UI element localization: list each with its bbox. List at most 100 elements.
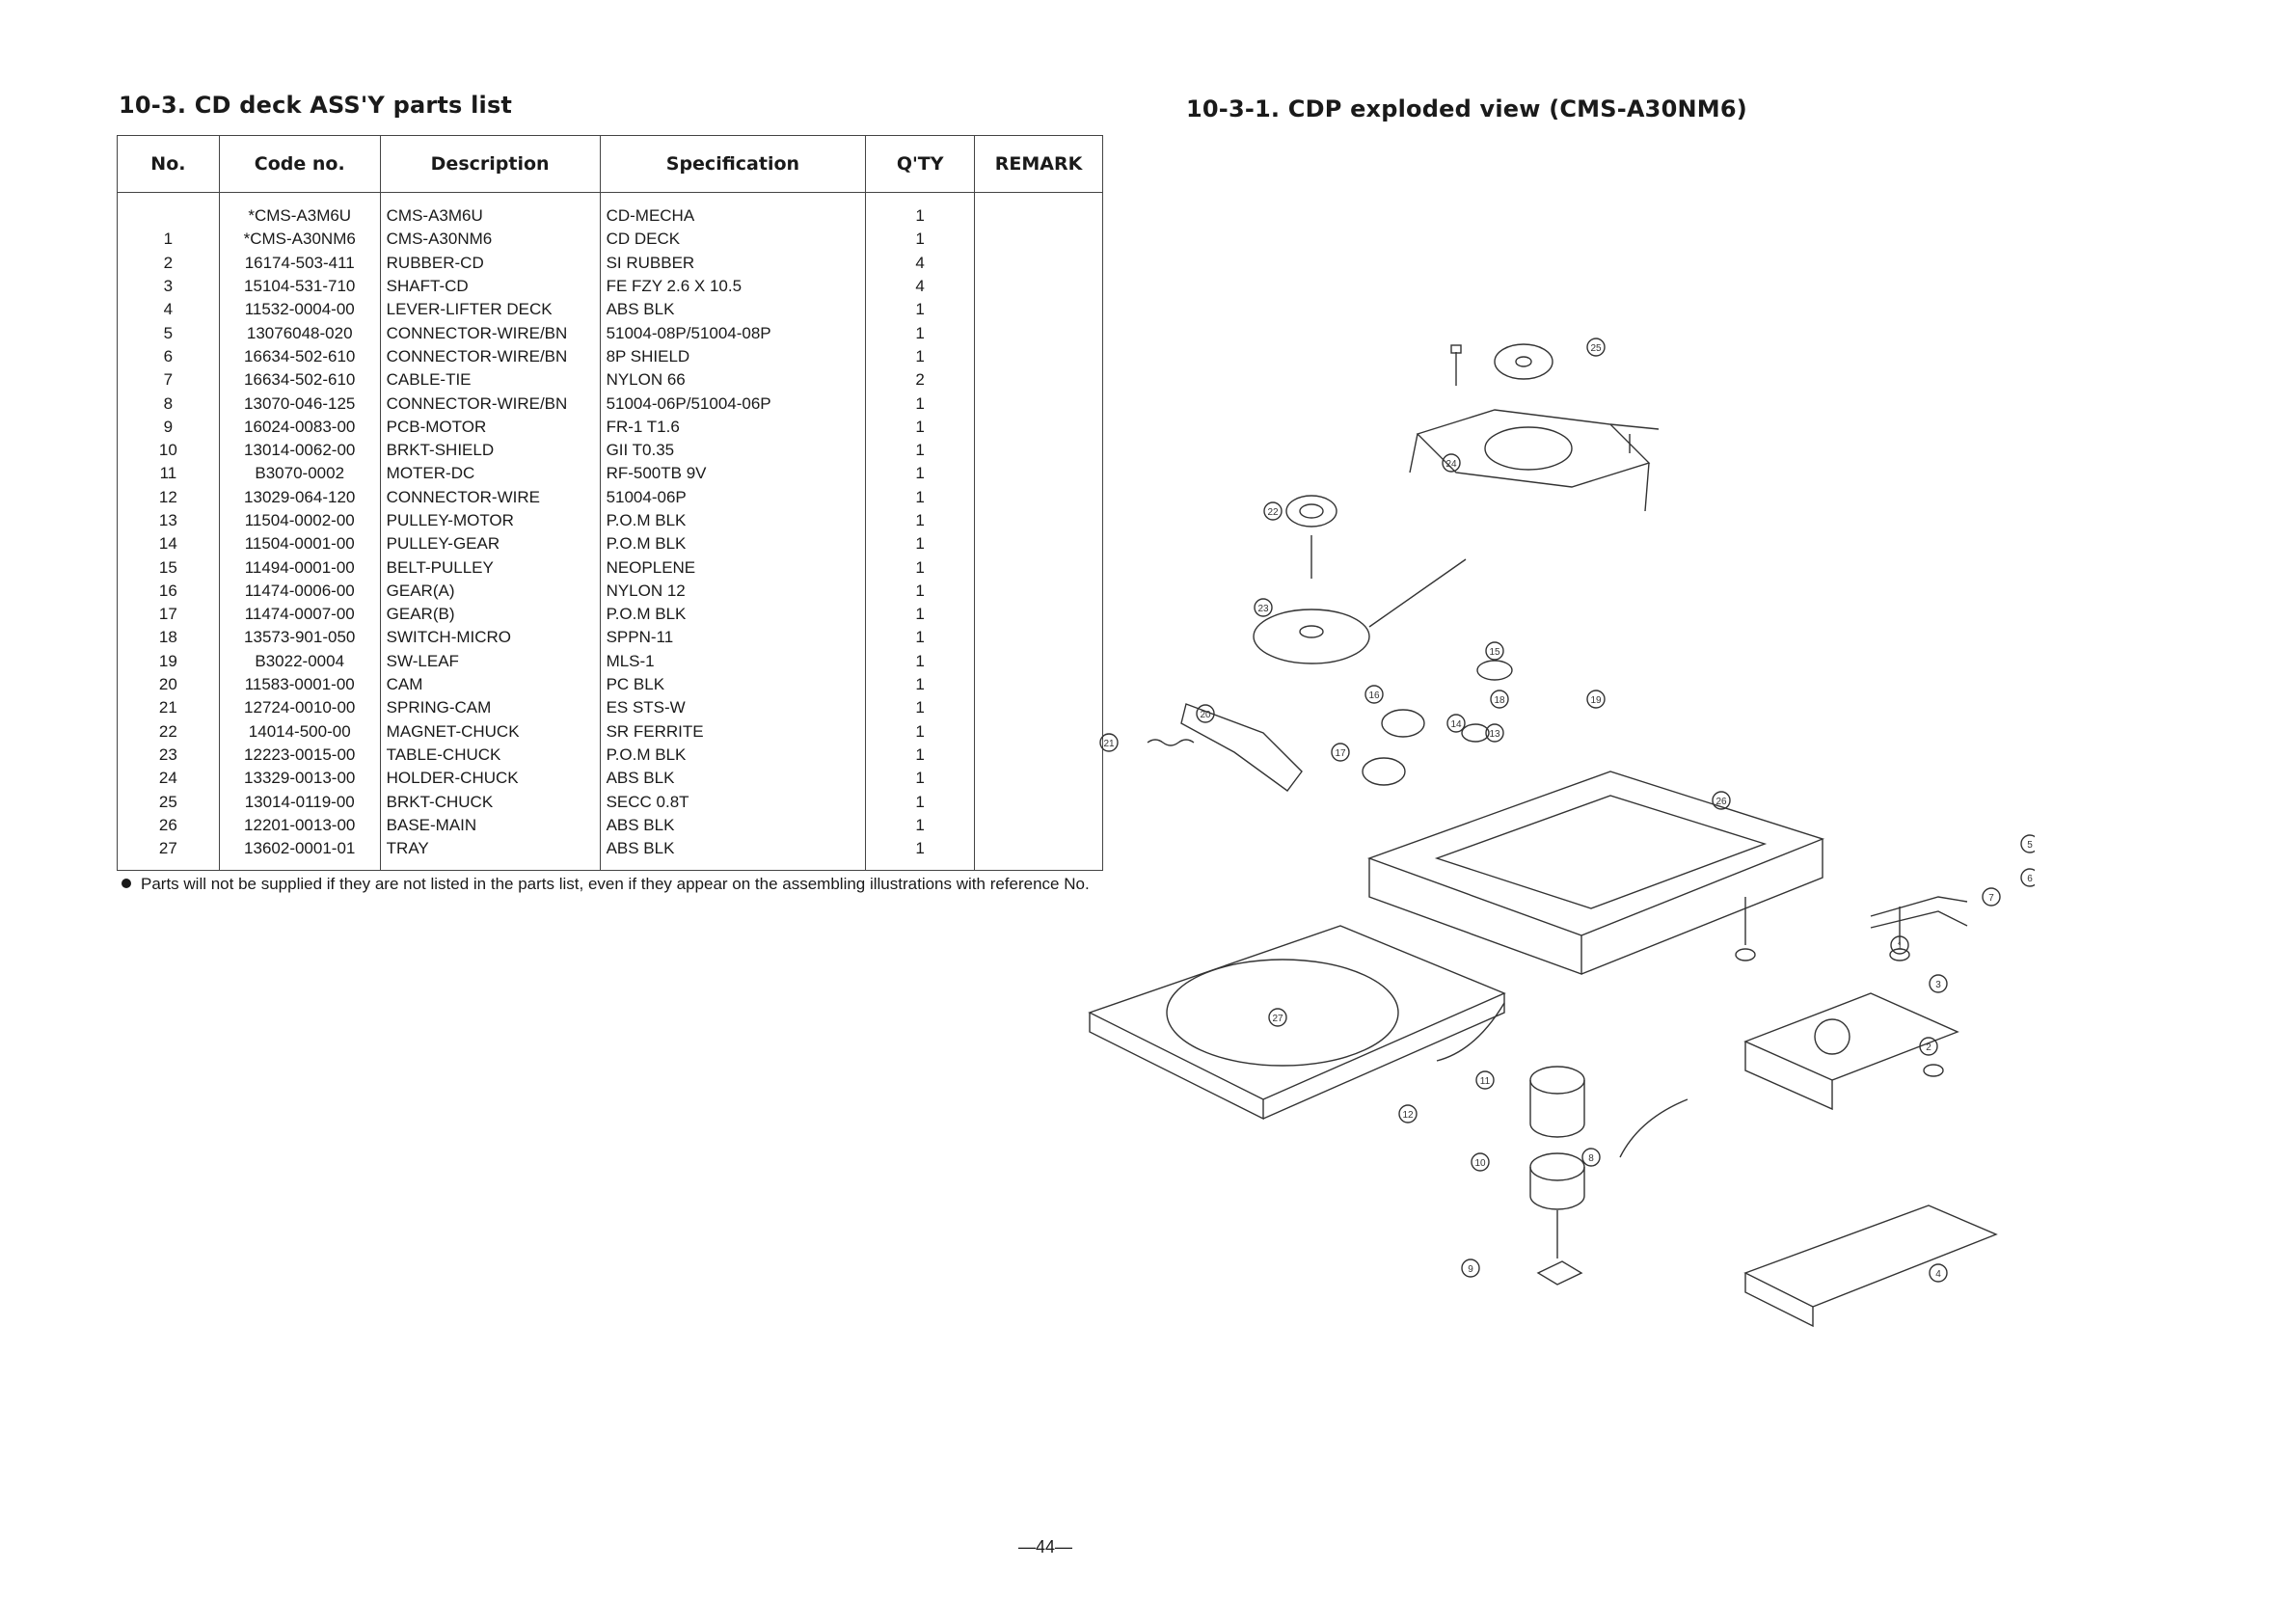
row-description: HOLDER-CHUCK — [379, 767, 601, 791]
row-code: 13329-0013-00 — [218, 767, 381, 791]
row-code: 16634-502-610 — [218, 344, 381, 369]
row-no: 20 — [117, 672, 220, 697]
row-no: 22 — [117, 719, 220, 744]
callout-label: 12 — [1402, 1110, 1414, 1121]
row-no: 4 — [117, 298, 220, 322]
row-specification: ES STS-W — [599, 696, 867, 720]
row-specification: ABS BLK — [599, 813, 867, 838]
callout-label: 24 — [1445, 459, 1457, 470]
row-specification: CD DECK — [599, 228, 867, 252]
row-specification: 51004-08P/51004-08P — [599, 321, 867, 345]
row-qty: 1 — [865, 228, 976, 252]
row-qty: 1 — [865, 415, 976, 439]
row-description: PULLEY-GEAR — [379, 532, 601, 556]
row-qty: 1 — [865, 719, 976, 744]
part-connector-wire — [1436, 1002, 1505, 1062]
part-belt-pulley — [1476, 660, 1513, 681]
row-code: 11504-0002-00 — [218, 508, 381, 533]
row-description: MOTER-DC — [379, 462, 601, 486]
callout-label: 14 — [1450, 719, 1462, 730]
row-code: 13573-901-050 — [218, 626, 381, 650]
row-remark — [974, 415, 1103, 439]
row-specification: SECC 0.8T — [599, 790, 867, 814]
part-lever-lifter-deck — [1743, 1204, 1998, 1328]
row-qty: 1 — [865, 508, 976, 533]
row-remark — [974, 555, 1103, 580]
row-specification: P.O.M BLK — [599, 743, 867, 768]
row-qty: 2 — [865, 368, 976, 392]
header-no: No. — [117, 135, 220, 193]
row-remark — [974, 626, 1103, 650]
holder-legs — [1409, 423, 1660, 512]
row-no: 25 — [117, 790, 220, 814]
row-qty: 1 — [865, 438, 976, 463]
supply-note-text: Parts will not be supplied if they are n… — [141, 875, 1090, 893]
callout-label: 27 — [1272, 1014, 1283, 1024]
callout-circle — [1581, 1148, 1601, 1167]
part-motor-body — [1529, 1080, 1585, 1138]
part-spring-cam — [1147, 739, 1195, 746]
callout-label: 10 — [1474, 1158, 1486, 1169]
row-specification: RF-500TB 9V — [599, 462, 867, 486]
row-description: BELT-PULLEY — [379, 555, 601, 580]
row-description: SWITCH-MICRO — [379, 626, 601, 650]
row-remark — [974, 672, 1103, 697]
part-base-main-inner — [1434, 795, 1768, 909]
row-specification: SPPN-11 — [599, 626, 867, 650]
row-code: 13602-0001-01 — [218, 837, 381, 872]
supply-note: Parts will not be supplied if they are n… — [122, 874, 1105, 895]
row-description: BRKT-CHUCK — [379, 790, 601, 814]
row-specification: P.O.M BLK — [599, 603, 867, 627]
row-remark — [974, 274, 1103, 299]
row-description: SPRING-CAM — [379, 696, 601, 720]
callout-circle — [1586, 338, 1606, 357]
row-qty: 1 — [865, 813, 976, 838]
row-code: 12201-0013-00 — [218, 813, 381, 838]
callout-circle — [2020, 834, 2035, 853]
row-no: 15 — [117, 555, 220, 580]
callout-label: 26 — [1715, 797, 1727, 807]
callout-label: 23 — [1257, 604, 1269, 614]
row-specification: 8P SHIELD — [599, 344, 867, 369]
row-no: 9 — [117, 415, 220, 439]
row-code: 11504-0001-00 — [218, 532, 381, 556]
callout-circle — [1929, 974, 1948, 993]
row-qty: 1 — [865, 485, 976, 509]
callout-label: 16 — [1368, 690, 1380, 701]
row-description: BASE-MAIN — [379, 813, 601, 838]
row-remark — [974, 603, 1103, 627]
part-rubber-cd-2 — [1889, 948, 1910, 961]
row-no: 21 — [117, 696, 220, 720]
part-cam-lever — [1180, 703, 1303, 792]
row-no: 23 — [117, 743, 220, 768]
row-specification: PC BLK — [599, 672, 867, 697]
row-code: 11494-0001-00 — [218, 555, 381, 580]
callout-circle — [1490, 690, 1509, 709]
callout-label: 8 — [1588, 1153, 1594, 1164]
row-code: 13076048-020 — [218, 321, 381, 345]
callout-circle — [1471, 1152, 1490, 1172]
row-remark — [974, 392, 1103, 416]
row-remark — [974, 298, 1103, 322]
row-description: TRAY — [379, 837, 601, 872]
row-remark — [974, 344, 1103, 369]
row-code: 15104-531-710 — [218, 274, 381, 299]
row-no: 27 — [117, 837, 220, 872]
callout-circle — [1196, 704, 1215, 723]
row-description: PULLEY-MOTOR — [379, 508, 601, 533]
part-holder-chuck — [1416, 409, 1651, 488]
row-specification: P.O.M BLK — [599, 508, 867, 533]
table-header-row: No. Code no. Description Specification Q… — [117, 135, 1103, 193]
callout-circle — [1890, 935, 1909, 955]
row-remark — [974, 719, 1103, 744]
row-specification: NYLON 66 — [599, 368, 867, 392]
row-remark — [974, 508, 1103, 533]
